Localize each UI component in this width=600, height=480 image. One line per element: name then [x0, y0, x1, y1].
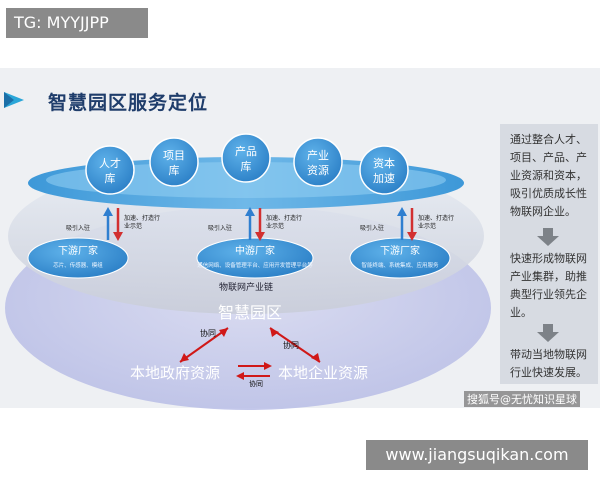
top-node-3: 产业资源: [293, 137, 343, 187]
lower-node-desc: 通信网络、设备管理平台、应用开发管理平台等: [197, 261, 313, 269]
down-arrowhead: [407, 232, 417, 241]
top-node-circle: [221, 133, 271, 183]
watermark: 搜狐号@无忧知识星球: [464, 391, 580, 407]
top-node-label-2: 加速: [373, 172, 395, 185]
top-node-label-2: 资源: [307, 163, 329, 177]
top-node-label-1: 产业: [307, 148, 329, 162]
up-arrowhead: [103, 207, 113, 216]
collab-label-bottom: 协同: [249, 379, 263, 388]
lower-node-title: 下游厂家: [58, 244, 98, 257]
top-node-label-1: 项目: [163, 149, 185, 162]
page-title: 智慧园区服务定位: [48, 92, 209, 114]
center-label: 智慧园区: [218, 303, 282, 322]
lower-node-desc: 芯片、传感器、模组: [53, 261, 103, 269]
chain-label: 物联网产业链: [219, 281, 273, 293]
down-arrow-label-1: 加速、打造行: [266, 214, 302, 222]
up-arrowhead: [397, 207, 407, 216]
up-arrow-label: 吸引入驻: [66, 224, 90, 232]
collab-label-left: 协同: [200, 328, 216, 338]
top-node-circle: [359, 145, 409, 195]
top-node-circle: [149, 137, 199, 187]
up-arrow-label: 吸引入驻: [360, 224, 384, 232]
top-node-label-1: 资本: [373, 156, 395, 170]
lower-node-shape: [349, 237, 451, 279]
title-marker-icon: [4, 92, 24, 108]
gov-resource-label: 本地政府资源: [130, 364, 220, 382]
top-node-label-1: 产品: [235, 144, 257, 158]
lower-node-shape: [27, 237, 129, 279]
top-node-label-2: 库: [105, 172, 116, 185]
top-node-label-1: 人才: [99, 156, 121, 170]
top-node-0: 人才库: [85, 145, 135, 195]
side-panel-text-1: 通过整合人才、项目、产品、产业资源和资本，吸引优质成长性物联网企业。: [510, 133, 587, 218]
top-node-circle: [85, 145, 135, 195]
collab-label-right: 协同: [283, 340, 299, 350]
down-arrowhead: [113, 232, 123, 241]
up-arrow-label: 吸引入驻: [208, 224, 232, 232]
top-node-2: 产品库: [221, 133, 271, 183]
collab-arrowheads: [180, 328, 320, 380]
down-arrowhead: [255, 232, 265, 241]
lower-node-title: 中游厂家: [235, 244, 275, 257]
down-arrow-label-1: 加速、打造行: [418, 214, 454, 222]
down-arrow-label-1: 加速、打造行: [124, 214, 160, 222]
down-arrow-icon: [537, 228, 559, 246]
lower-node-desc: 智能终端、系统集成、应用服务: [361, 261, 439, 269]
ent-resource-label: 本地企业资源: [278, 364, 368, 382]
down-arrow-icon: [537, 324, 559, 342]
down-arrow-label-2: 业示范: [124, 222, 142, 230]
footer-url: www.jiangsuqikan.com: [366, 440, 588, 470]
down-arrow-label-2: 业示范: [266, 222, 284, 230]
down-arrow-label-2: 业示范: [418, 222, 436, 230]
top-node-label-2: 库: [241, 160, 252, 173]
side-panel-text-2: 快速形成物联网产业集群，助推典型行业领先企业。: [510, 252, 587, 319]
top-node-label-2: 库: [169, 164, 180, 177]
top-node-1: 项目库: [149, 137, 199, 187]
source-tag: TG: MYYJJPP: [6, 8, 148, 38]
lower-node-shape: [196, 237, 314, 279]
side-panel-text-3: 带动当地物联网行业快速发展。: [510, 348, 587, 379]
lower-node-title: 下游厂家: [380, 244, 420, 257]
top-node-circle: [293, 137, 343, 187]
up-arrowhead: [245, 207, 255, 216]
